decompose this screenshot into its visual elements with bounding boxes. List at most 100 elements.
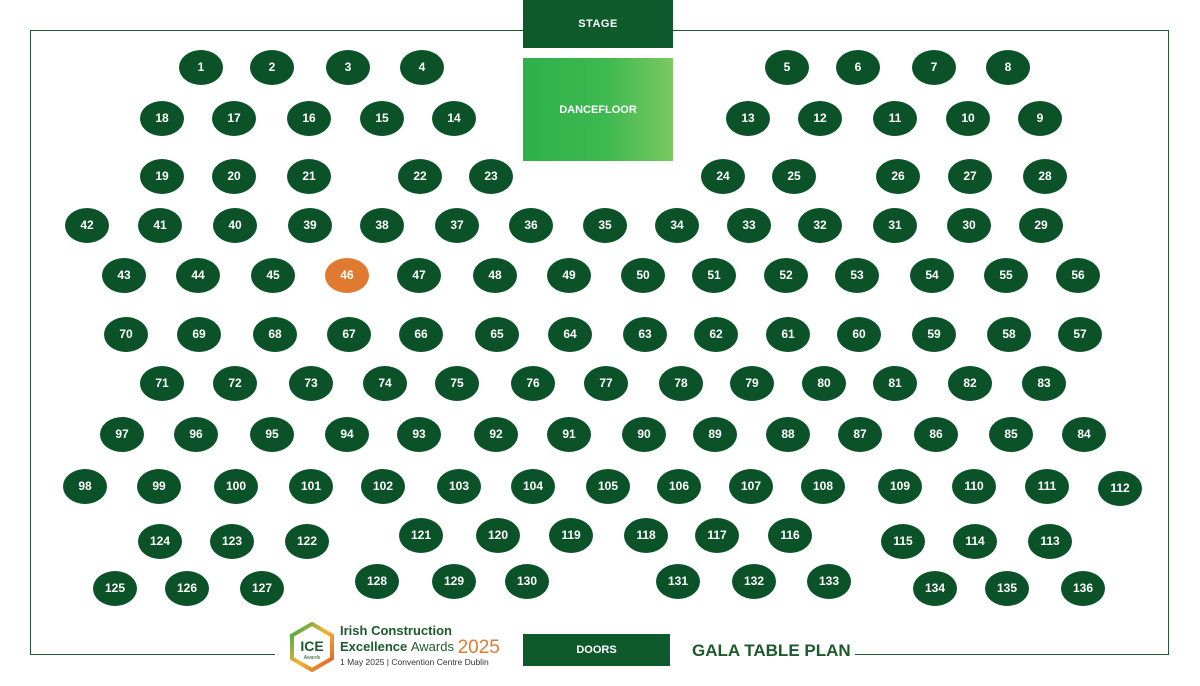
table-64[interactable]: 64 [548,316,592,352]
table-92[interactable]: 92 [474,416,518,452]
table-119[interactable]: 119 [549,517,593,553]
table-30[interactable]: 30 [947,207,991,243]
table-72[interactable]: 72 [213,365,257,401]
table-65[interactable]: 65 [475,316,519,352]
table-114[interactable]: 114 [953,523,997,559]
table-113[interactable]: 113 [1028,523,1072,559]
table-103[interactable]: 103 [437,468,481,504]
table-99[interactable]: 99 [137,468,181,504]
table-31[interactable]: 31 [873,207,917,243]
table-123[interactable]: 123 [210,523,254,559]
table-70[interactable]: 70 [104,316,148,352]
table-42[interactable]: 42 [65,207,109,243]
table-61[interactable]: 61 [766,316,810,352]
table-115[interactable]: 115 [881,523,925,559]
table-52[interactable]: 52 [764,257,808,293]
table-129[interactable]: 129 [432,563,476,599]
table-50[interactable]: 50 [621,257,665,293]
table-80[interactable]: 80 [802,365,846,401]
table-10[interactable]: 10 [946,100,990,136]
table-106[interactable]: 106 [657,468,701,504]
table-101[interactable]: 101 [289,468,333,504]
table-81[interactable]: 81 [873,365,917,401]
table-127[interactable]: 127 [240,570,284,606]
table-76[interactable]: 76 [511,365,555,401]
table-74[interactable]: 74 [363,365,407,401]
table-33[interactable]: 33 [727,207,771,243]
table-6[interactable]: 6 [836,49,880,85]
table-108[interactable]: 108 [801,468,845,504]
table-66[interactable]: 66 [399,316,443,352]
table-22[interactable]: 22 [398,158,442,194]
table-1[interactable]: 1 [179,49,223,85]
table-111[interactable]: 111 [1025,468,1069,504]
table-48[interactable]: 48 [473,257,517,293]
table-128[interactable]: 128 [355,563,399,599]
table-56[interactable]: 56 [1056,257,1100,293]
table-100[interactable]: 100 [214,468,258,504]
table-125[interactable]: 125 [93,570,137,606]
table-45[interactable]: 45 [251,257,295,293]
table-49[interactable]: 49 [547,257,591,293]
table-131[interactable]: 131 [656,563,700,599]
table-68[interactable]: 68 [253,316,297,352]
table-77[interactable]: 77 [584,365,628,401]
table-75[interactable]: 75 [435,365,479,401]
table-97[interactable]: 97 [100,416,144,452]
table-36[interactable]: 36 [509,207,553,243]
table-89[interactable]: 89 [693,416,737,452]
table-118[interactable]: 118 [624,517,668,553]
table-13[interactable]: 13 [726,100,770,136]
table-32[interactable]: 32 [798,207,842,243]
table-84[interactable]: 84 [1062,416,1106,452]
table-117[interactable]: 117 [695,517,739,553]
table-51[interactable]: 51 [692,257,736,293]
table-112[interactable]: 112 [1098,470,1142,506]
table-87[interactable]: 87 [838,416,882,452]
table-134[interactable]: 134 [913,570,957,606]
table-104[interactable]: 104 [511,468,555,504]
table-9[interactable]: 9 [1018,100,1062,136]
table-132[interactable]: 132 [732,563,776,599]
table-23[interactable]: 23 [469,158,513,194]
table-46[interactable]: 46 [325,257,369,293]
table-38[interactable]: 38 [360,207,404,243]
table-109[interactable]: 109 [878,468,922,504]
table-58[interactable]: 58 [987,316,1031,352]
table-67[interactable]: 67 [327,316,371,352]
table-4[interactable]: 4 [400,49,444,85]
table-136[interactable]: 136 [1061,570,1105,606]
table-88[interactable]: 88 [766,416,810,452]
table-44[interactable]: 44 [176,257,220,293]
table-34[interactable]: 34 [655,207,699,243]
table-7[interactable]: 7 [912,49,956,85]
table-27[interactable]: 27 [948,158,992,194]
table-18[interactable]: 18 [140,100,184,136]
table-15[interactable]: 15 [360,100,404,136]
table-29[interactable]: 29 [1019,207,1063,243]
table-16[interactable]: 16 [287,100,331,136]
table-21[interactable]: 21 [287,158,331,194]
table-96[interactable]: 96 [174,416,218,452]
table-24[interactable]: 24 [701,158,745,194]
table-40[interactable]: 40 [213,207,257,243]
table-116[interactable]: 116 [768,517,812,553]
table-79[interactable]: 79 [730,365,774,401]
table-5[interactable]: 5 [765,49,809,85]
table-85[interactable]: 85 [989,416,1033,452]
table-39[interactable]: 39 [288,207,332,243]
table-11[interactable]: 11 [873,100,917,136]
table-107[interactable]: 107 [729,468,773,504]
table-124[interactable]: 124 [138,523,182,559]
table-121[interactable]: 121 [399,517,443,553]
table-62[interactable]: 62 [694,316,738,352]
table-55[interactable]: 55 [984,257,1028,293]
table-19[interactable]: 19 [140,158,184,194]
table-130[interactable]: 130 [505,563,549,599]
table-78[interactable]: 78 [659,365,703,401]
table-17[interactable]: 17 [212,100,256,136]
table-73[interactable]: 73 [289,365,333,401]
table-91[interactable]: 91 [547,416,591,452]
table-122[interactable]: 122 [285,523,329,559]
table-63[interactable]: 63 [623,316,667,352]
